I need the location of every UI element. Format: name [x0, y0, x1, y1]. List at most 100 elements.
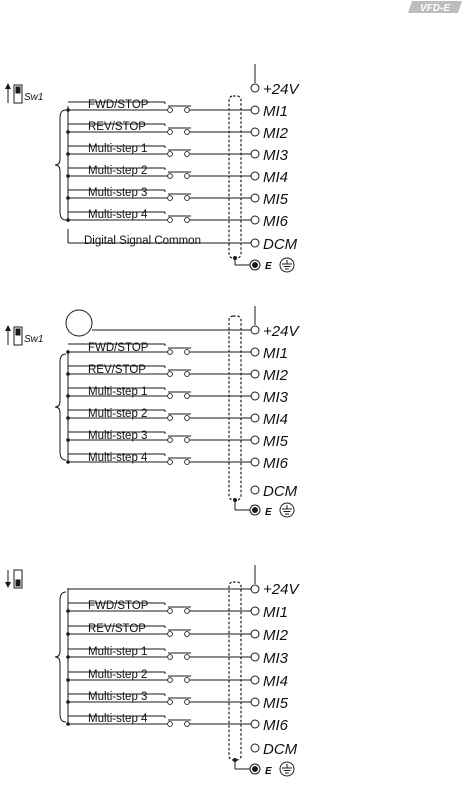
switch-contact [184, 129, 190, 135]
junction-dot [66, 218, 70, 222]
switch-contact [167, 217, 173, 223]
input-terminal [250, 391, 260, 401]
power-terminal [250, 83, 260, 93]
input-terminal [250, 127, 260, 137]
switch-contact [167, 415, 173, 421]
terminal-label: +24V [263, 323, 300, 340]
switch-contact [167, 721, 173, 727]
wiring-lines [54, 306, 295, 518]
cable-shield [228, 95, 242, 259]
junction-dot [66, 152, 70, 156]
switch-contact [184, 217, 190, 223]
junction-dot [66, 372, 70, 376]
switch-contact [167, 371, 173, 377]
input-terminal [250, 697, 260, 707]
switch-down [5, 569, 23, 589]
input-signal-label: Multi-step 4 [88, 209, 148, 221]
terminal-label: MI6 [263, 213, 289, 230]
switch-contact [167, 699, 173, 705]
logo-badge [408, 1, 462, 13]
terminal-label: DCM [263, 483, 298, 500]
input-terminal [250, 215, 260, 225]
input-terminal [250, 675, 260, 685]
terminal-label: MI1 [263, 345, 288, 362]
terminal-label: DCM [263, 741, 298, 758]
switch-contact [184, 631, 190, 637]
terminal-label: MI5 [263, 433, 289, 450]
terminal-label: MI4 [263, 673, 288, 690]
input-signal-label: Multi-step 3 [88, 691, 147, 703]
signal-labels: FWD/STOP REV/STOP Multi-step 1 Multi-ste… [88, 342, 149, 464]
switch-contact [167, 608, 173, 614]
input-terminal [250, 369, 260, 379]
dip-switch-knob [15, 579, 21, 587]
switch-contact [167, 349, 173, 355]
switch-contact [167, 437, 173, 443]
wiring-lines [54, 565, 295, 777]
switch-arrow-head [5, 582, 11, 588]
earth-symbol-ring [279, 761, 295, 777]
switch-contact [184, 677, 190, 683]
input-terminal [250, 606, 260, 616]
input-signal-label: Multi-step 4 [88, 452, 148, 464]
junction-dot [66, 108, 70, 112]
switch-contact [184, 699, 190, 705]
ground-terminal-core [252, 262, 258, 268]
junction-dot [66, 700, 70, 704]
wiring-diagram-internal-source: Sw1 +24V MI1 MI2 MI3 MI4 MI5 MI6 DCM E F… [5, 64, 300, 273]
terminal-label: MI3 [263, 650, 289, 667]
switch-arrow-head [5, 325, 11, 331]
input-signal-label: Multi-step 1 [88, 646, 147, 658]
switch-contact [184, 371, 190, 377]
input-signal-label: FWD/STOP [88, 342, 149, 354]
cable-shield [228, 581, 242, 761]
ground-terminal-core [252, 507, 258, 513]
input-terminal [250, 719, 260, 729]
switch-contact [167, 129, 173, 135]
input-terminal [250, 629, 260, 639]
terminal-labels: +24V MI1 MI2 MI3 MI4 MI5 MI6 DCM E [263, 323, 300, 518]
input-terminal [250, 193, 260, 203]
logo-text: VFD-E [420, 3, 450, 14]
bracket-brace [54, 591, 67, 723]
ground-terminal-label: E [265, 261, 272, 272]
wiring-lines [54, 64, 295, 273]
input-signal-label: Multi-step 2 [88, 408, 147, 420]
terminal-labels: +24V MI1 MI2 MI3 MI4 MI5 MI6 DCM E [263, 581, 300, 777]
terminal-label: MI2 [263, 125, 289, 142]
terminal-label: +24V [263, 81, 300, 98]
input-signal-label: Multi-step 2 [88, 165, 147, 177]
switch-contact [184, 654, 190, 660]
earth-symbol-ring [279, 502, 295, 518]
input-signal-label: Multi-step 1 [88, 386, 147, 398]
input-terminal [250, 347, 260, 357]
terminal-label: DCM [263, 236, 298, 253]
sw1-switch-up: Sw1 [5, 325, 43, 346]
terminal-label: MI5 [263, 191, 289, 208]
junction-dot [66, 196, 70, 200]
switch-arrow-head [5, 83, 11, 89]
switch-contact [184, 415, 190, 421]
input-signal-label: REV/STOP [88, 364, 146, 376]
switch-contact [184, 437, 190, 443]
input-signal-label: REV/STOP [88, 121, 146, 133]
input-terminal [250, 435, 260, 445]
input-signal-label: FWD/STOP [88, 600, 149, 612]
switch-contact [184, 151, 190, 157]
junction-dot [66, 609, 70, 613]
dip-switch-body [13, 569, 23, 589]
junction-dot [66, 655, 70, 659]
switch-contact [167, 677, 173, 683]
switch-label: Sw1 [24, 334, 43, 345]
switch-contact [184, 459, 190, 465]
cable-shield [228, 315, 242, 501]
junction-dot [66, 632, 70, 636]
power-terminal [250, 325, 260, 335]
switch-contact [184, 721, 190, 727]
terminal-label: MI5 [263, 695, 289, 712]
input-signal-label: Multi-step 1 [88, 143, 147, 155]
terminal-label: MI4 [263, 411, 288, 428]
dip-switch-knob [15, 328, 21, 336]
dcm-terminal [250, 238, 260, 248]
input-signal-label: Multi-step 3 [88, 187, 147, 199]
